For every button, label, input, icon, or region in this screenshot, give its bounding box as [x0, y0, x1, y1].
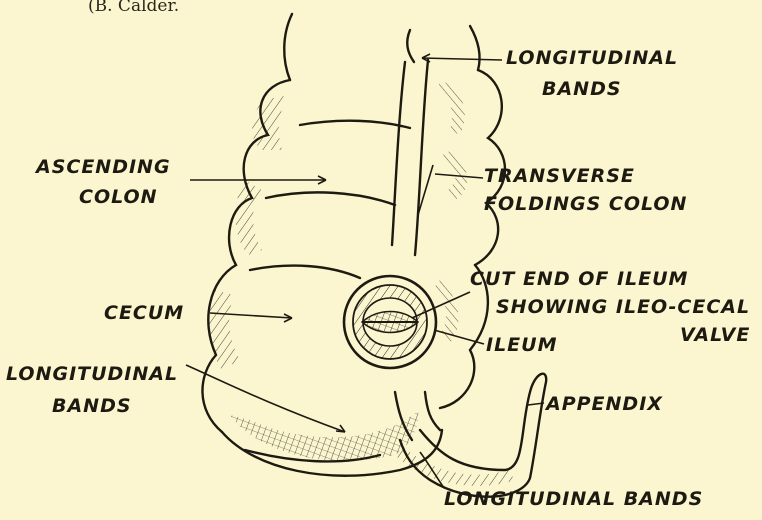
- label-appendix: APPENDIX: [546, 393, 663, 415]
- label-line: CUT END OF ILEUM: [470, 268, 688, 290]
- label-line: ASCENDING: [36, 156, 171, 178]
- label-line: FOLDINGS COLON: [484, 193, 687, 215]
- figure-caption: (B. Calder.: [88, 0, 179, 16]
- label-line: VALVE: [680, 324, 750, 346]
- label-line: BANDS: [52, 395, 132, 417]
- label-longitudinal-bands-bottom: LONGITUDINAL BANDS: [444, 488, 703, 510]
- label-line: LONGITUDINAL: [506, 47, 678, 69]
- label-line: COLON: [79, 186, 158, 208]
- ileum-cut-end: [344, 276, 436, 368]
- label-cecum: CECUM: [104, 302, 184, 324]
- label-line: LONGITUDINAL: [6, 363, 178, 385]
- label-line: SHOWING ILEO-CECAL: [496, 296, 750, 318]
- label-line: TRANSVERSE: [484, 165, 635, 187]
- label-ileum: ILEUM: [486, 334, 558, 356]
- label-line: BANDS: [542, 78, 622, 100]
